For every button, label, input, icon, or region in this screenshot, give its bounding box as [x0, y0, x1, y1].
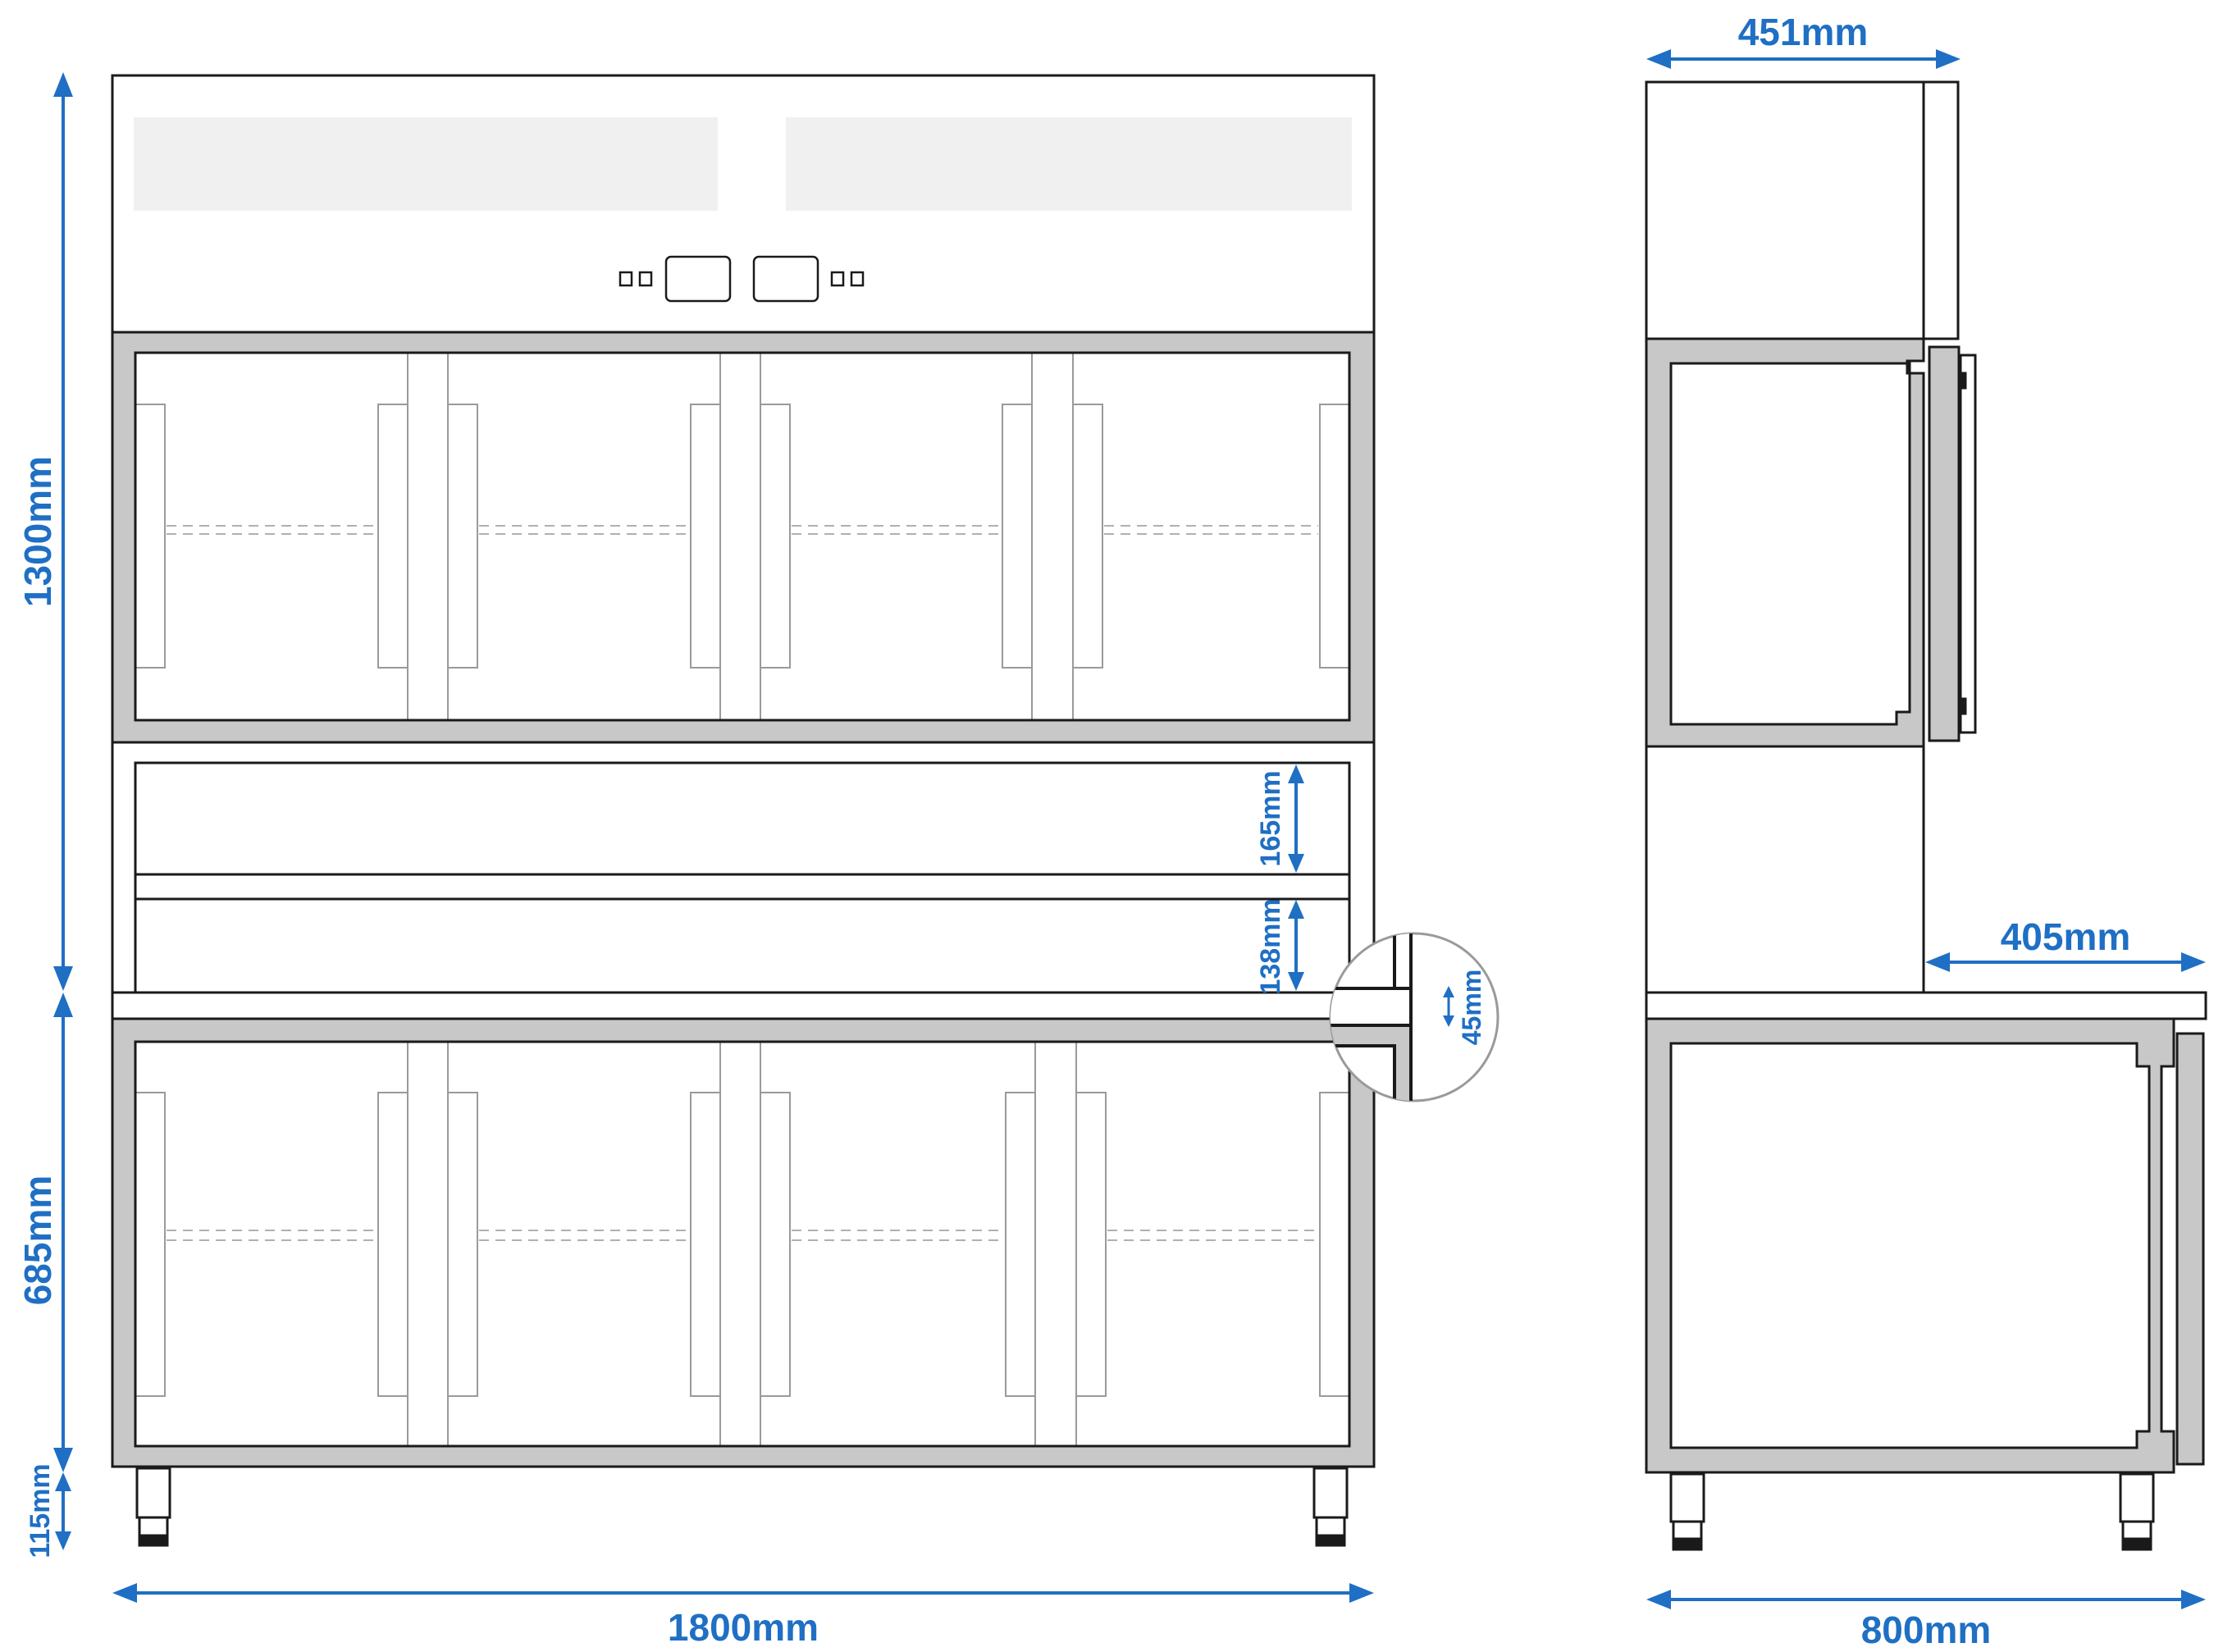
button-icon	[619, 271, 633, 287]
door-handles	[135, 1092, 1350, 1397]
detail-magnifier	[1329, 932, 1499, 1102]
shelf-lines	[167, 1230, 1318, 1241]
dim-total-height: 1300mm	[16, 456, 59, 607]
door-handles	[135, 404, 1350, 669]
button-icon	[850, 271, 865, 287]
worktop	[111, 991, 1376, 1020]
button-icon	[638, 271, 653, 287]
button-icon	[830, 271, 845, 287]
side-drawer-section	[1645, 745, 1925, 994]
door-mullions	[407, 1041, 1077, 1447]
dim-detail-step: 45mm	[1457, 970, 1486, 1046]
shelf-lines	[167, 525, 1318, 535]
dimension-lines	[53, 49, 2206, 1609]
side-upper-door	[1928, 345, 1961, 742]
side-top-front	[1922, 80, 1960, 340]
front-view	[111, 74, 1376, 1547]
side-lower-frame	[1645, 1017, 2175, 1474]
display-icon	[664, 255, 732, 303]
dim-drawer-upper: 165mm	[1255, 770, 1286, 866]
dim-worktop-overhang: 405mm	[2001, 915, 2131, 958]
drawer-section	[111, 741, 1376, 994]
control-panel	[619, 255, 865, 303]
leg	[135, 1467, 171, 1519]
side-lower-door	[2175, 1032, 2205, 1466]
leg	[1312, 1467, 1349, 1519]
display-panel-left	[134, 117, 718, 211]
display-icon	[752, 255, 819, 303]
legs	[135, 1467, 1349, 1547]
leg	[2119, 1472, 2155, 1523]
dimension-labels: 1300mm 685mm 115mm 1800mm 165mm 138mm 45…	[16, 11, 2130, 1651]
dim-leg-height: 115mm	[25, 1463, 56, 1558]
upper-cabinet	[111, 331, 1376, 744]
door-mullions	[407, 352, 1074, 721]
leg	[1669, 1472, 1705, 1523]
dim-drawer-lower: 138mm	[1255, 898, 1286, 994]
display-panel-right	[786, 117, 1352, 211]
dim-total-width: 1800mm	[668, 1606, 819, 1649]
lower-cabinet	[111, 1017, 1376, 1468]
side-worktop	[1645, 991, 2207, 1020]
dim-total-depth: 800mm	[1861, 1609, 1992, 1651]
side-upper-handle	[1959, 354, 1977, 734]
side-view	[1645, 80, 2207, 1551]
dim-upper-depth: 451mm	[1738, 11, 1869, 53]
side-top-section	[1645, 80, 1960, 340]
dim-base-height: 685mm	[16, 1175, 59, 1306]
side-upper-frame	[1645, 337, 1925, 748]
